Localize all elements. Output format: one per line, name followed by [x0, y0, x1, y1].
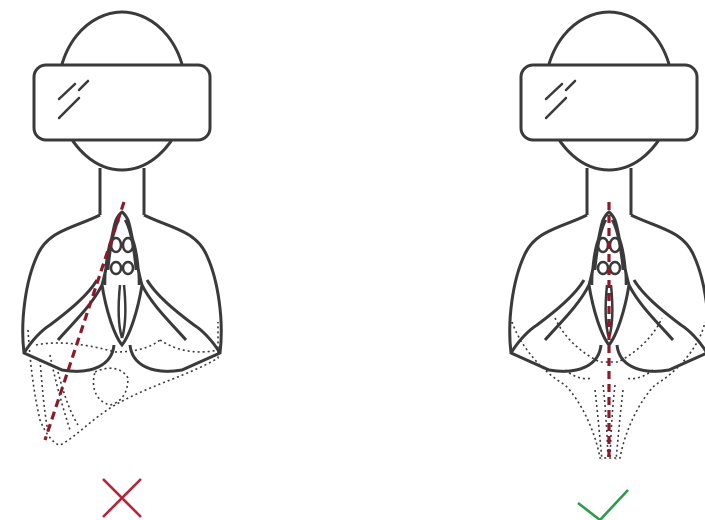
figure-incorrect	[23, 12, 221, 517]
vr-user-illustration	[510, 12, 705, 371]
check-icon	[578, 490, 628, 520]
cross-icon	[103, 479, 141, 517]
figure-correct	[510, 12, 705, 520]
vr-user-illustration	[23, 12, 221, 371]
